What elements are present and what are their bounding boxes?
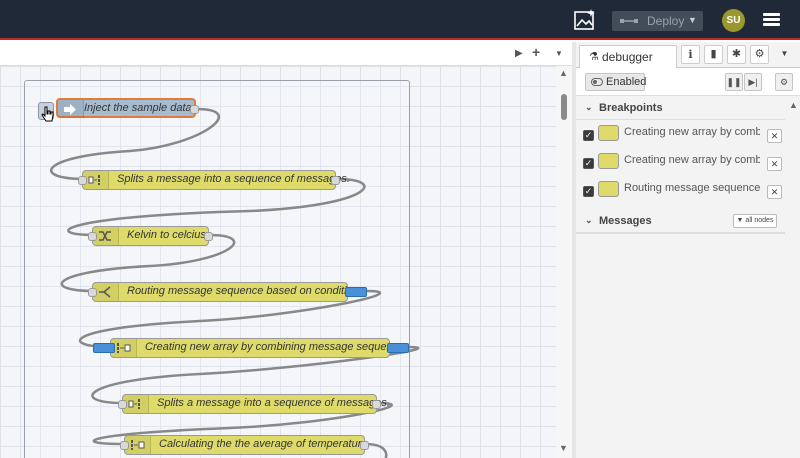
join-node[interactable]: Creating new array by combining message … [93, 338, 409, 358]
breakpoint-row: ✓ Creating new array by combining messag… [573, 122, 785, 150]
flow-wires [50, 107, 420, 458]
workspace-scrollbar[interactable]: ▲ ▼ [556, 66, 572, 458]
scroll-up-icon[interactable]: ▲ [789, 100, 798, 110]
node-label: Calculating the the average of temperatu… [159, 438, 368, 450]
split-node[interactable]: Splits a message into a sequence of mess… [118, 394, 390, 414]
switch-icon [598, 181, 619, 197]
input-port[interactable] [120, 441, 129, 450]
output-port[interactable] [190, 105, 199, 114]
breakpoint-output-port[interactable] [345, 287, 367, 297]
flask-icon: ⚗ [589, 51, 599, 63]
output-port[interactable] [331, 176, 340, 185]
breakpoint-row: ✓ Routing message sequence based on cond… [573, 178, 785, 206]
tab-label: debugger [602, 50, 653, 64]
step-icon[interactable]: ▶| [744, 73, 762, 91]
node-label: Creating new array by combining message … [145, 341, 405, 353]
node-label: Inject the sample data [84, 102, 192, 114]
split-icon [88, 175, 100, 185]
reduce-node[interactable]: Calculating the the average of temperatu… [120, 435, 369, 455]
breakpoint-checkbox[interactable]: ✓ [583, 158, 594, 169]
deploy-icon [620, 19, 638, 23]
deploy-label: Deploy [647, 14, 685, 28]
caret-down-icon[interactable]: ▼ [688, 15, 697, 25]
hamburger-menu-icon[interactable] [763, 13, 780, 27]
avatar[interactable]: SU [722, 9, 745, 32]
input-port[interactable] [78, 176, 87, 185]
breakpoint-input-port[interactable] [93, 343, 115, 353]
sidebar-tabs: ⚗ debugger i ▮ ✱ ⚙ ▼ [573, 42, 800, 69]
input-port[interactable] [118, 400, 127, 409]
node-label: Kelvin to celcius [127, 229, 206, 241]
app-header: Deploy ▼ SU [0, 0, 800, 40]
pause-icon[interactable]: ❚❚ [725, 73, 743, 91]
flow-canvas[interactable]: Inject the sample data Splits a message … [0, 66, 556, 458]
input-port[interactable] [88, 288, 97, 297]
messages-title: Messages [599, 215, 652, 227]
inject-node[interactable]: Inject the sample data [56, 98, 199, 118]
gear-icon[interactable]: ⚙ [775, 73, 793, 91]
chevron-down-icon: ⌄ [585, 102, 593, 112]
toggle-icon [591, 78, 603, 86]
arrow-right-icon[interactable]: ▶ [515, 48, 523, 59]
breakpoint-checkbox[interactable]: ✓ [583, 186, 594, 197]
scroll-up-icon[interactable]: ▲ [559, 68, 568, 78]
enabled-label: Enabled [606, 76, 647, 88]
output-port[interactable] [204, 232, 213, 241]
close-icon[interactable]: ✕ [767, 129, 782, 143]
node-label: Splits a message into a sequence of mess… [157, 397, 390, 409]
plus-icon[interactable]: + [532, 44, 541, 60]
close-icon[interactable]: ✕ [767, 157, 782, 171]
image-icon[interactable] [574, 9, 596, 31]
caret-down-icon[interactable]: ▼ [555, 49, 563, 58]
output-port[interactable] [372, 400, 381, 409]
reduce-icon [131, 440, 145, 450]
close-icon[interactable]: ✕ [767, 185, 782, 199]
breakpoint-checkbox[interactable]: ✓ [583, 130, 594, 141]
split-icon [128, 399, 140, 409]
deploy-button[interactable]: Deploy ▼ [612, 11, 703, 31]
messages-list [573, 233, 785, 458]
all-nodes-filter-button[interactable]: ▼ all nodes [733, 214, 777, 228]
sidebar-scrollbar[interactable]: ▲ [785, 96, 800, 458]
switch-node[interactable]: Routing message sequence based on condit… [88, 282, 367, 302]
output-port[interactable] [360, 441, 369, 450]
messages-header[interactable]: ⌄ Messages ▼ all nodes [573, 209, 785, 233]
debugger-toolbar: Enabled ❚❚ ▶| ⚙ [573, 68, 800, 96]
book-icon[interactable]: ▮ [704, 45, 723, 64]
pointer-cursor-icon [41, 106, 54, 122]
breakpoint-row: ✓ Creating new array by combining messag… [573, 150, 785, 178]
breakpoints-header[interactable]: ⌄ Breakpoints [573, 96, 785, 120]
join-icon [117, 343, 131, 353]
breakpoint-text[interactable]: Creating new array by combining message … [624, 154, 760, 166]
caret-down-icon[interactable]: ▼ [780, 49, 789, 58]
join-icon [598, 153, 619, 169]
breakpoints-title: Breakpoints [599, 102, 663, 114]
info-icon[interactable]: i [681, 45, 700, 64]
tab-debugger[interactable]: ⚗ debugger [579, 45, 677, 69]
node-label: Routing message sequence based on condit… [127, 285, 359, 297]
arrow-right-icon [64, 104, 76, 115]
enabled-toggle[interactable]: Enabled [585, 73, 647, 91]
bug-icon[interactable]: ✱ [727, 45, 746, 64]
gear-icon[interactable]: ⚙ [750, 45, 769, 64]
input-port[interactable] [88, 232, 97, 241]
split-node[interactable]: Splits a message into a sequence of mess… [78, 170, 350, 190]
node-label: Splits a message into a sequence of mess… [117, 173, 350, 185]
breakpoint-output-port[interactable] [387, 343, 409, 353]
switch-icon [99, 286, 111, 298]
scroll-down-icon[interactable]: ▼ [559, 443, 568, 453]
scroll-thumb[interactable] [561, 94, 567, 120]
chevron-down-icon: ⌄ [585, 215, 593, 225]
shuffle-icon [99, 231, 111, 241]
all-nodes-label: all nodes [745, 217, 774, 224]
sidebar-resize-handle[interactable] [572, 42, 576, 458]
breakpoint-text[interactable]: Creating new array by combining message … [624, 126, 760, 138]
breakpoint-text[interactable]: Routing message sequence based on condit… [624, 182, 760, 194]
join-icon [598, 125, 619, 141]
workspace-tab-bar: ▶ + ▼ [0, 42, 572, 66]
change-node[interactable]: Kelvin to celcius [88, 226, 213, 246]
sidebar: ⚗ debugger i ▮ ✱ ⚙ ▼ Enabled ❚❚ ▶| ⚙ ⌄ B… [572, 42, 800, 458]
